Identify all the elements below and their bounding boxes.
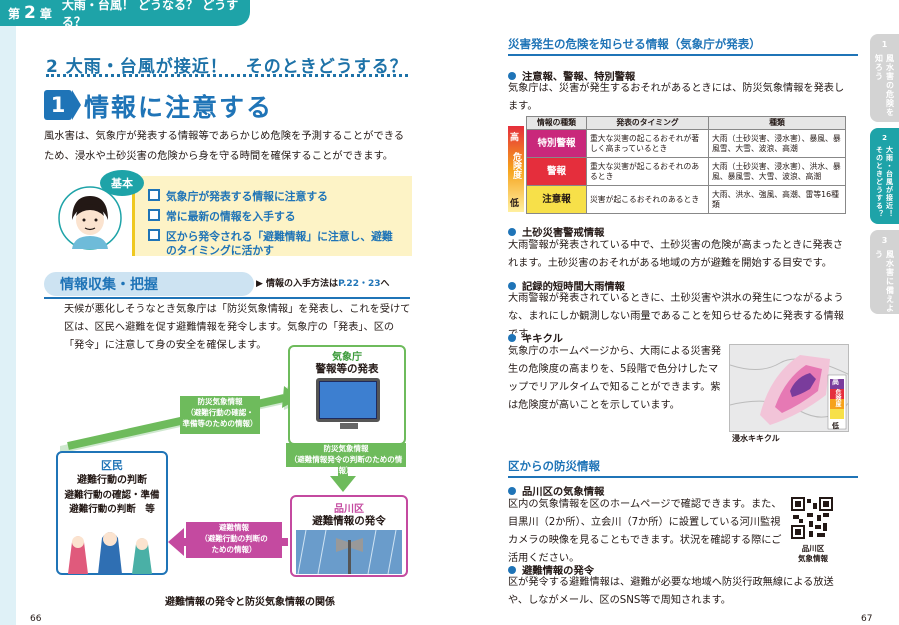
table-cell-timing: 災害が起こるおそれのあるとき [586, 185, 709, 214]
kihon-item-3: 区から発令される「避難情報」に注意し、避難 [148, 228, 393, 244]
arrow-label-b: 防災気象情報（避難情報発令の判断のための情報） [286, 443, 406, 475]
residents-title: 区民 [101, 459, 123, 472]
residents-line-2: 避難行動の確認・準備 [64, 490, 160, 501]
bullet-heading-3: 記録的短時間大雨情報 [508, 278, 625, 293]
kihon-item-1: 気象庁が発表する情報に注意する [148, 188, 328, 204]
bullet-dot-icon [508, 334, 516, 342]
page-heading: 情報に注意する [84, 93, 274, 122]
chapter-number: 2 [24, 3, 36, 23]
ward-info-underline [508, 476, 858, 478]
checkbox-icon [148, 209, 160, 221]
checkbox-icon [148, 189, 160, 201]
chapter-header: 第 2 章 大雨・台風！ どうなる？ どうする？ [0, 0, 250, 29]
map-legend-mid: 危険度 [834, 389, 841, 407]
page-number-left: 66 [30, 614, 42, 624]
jma-title: 気象庁 [332, 352, 362, 363]
danger-level-bar [508, 126, 524, 212]
info-body: 天候が悪化しそうなとき気象庁は「防災気象情報」を発表し、これを受けて区は、区民へ… [64, 304, 411, 351]
section-title: 2 大雨・台風が接近！ そのときどうする？ [46, 57, 408, 77]
kihon-badge: 基本 [100, 170, 144, 196]
chapter-prefix: 第 [8, 6, 21, 21]
danger-high-label: 高 [510, 133, 520, 143]
bullet-dot-icon [508, 487, 516, 495]
table-cell-timing: 重大な災害の起こるおそれが著しく高まっているとき [586, 129, 709, 158]
jma-subtitle: 警報等の発表 [315, 363, 379, 375]
table-cell-kinds: 大雨、洪水、強風、高潮、雷等16種類 [708, 185, 846, 214]
bullet-body-4: 気象庁のホームページから、大雨による災害発生の危険度の高まりを、5段階で色分けし… [508, 346, 722, 411]
page-number-right: 67 [861, 614, 873, 624]
tv-screen-icon [320, 382, 376, 418]
bullet-body-1: 気象庁は、災害が発生するおそれがあるときには、防災気象情報を発表します。 [508, 83, 845, 112]
bullet-heading-4: キキクル [508, 330, 563, 345]
table-cell-kinds: 大雨（土砂災害、浸水害）、暴風、暴風雪、大雪、波浪、高潮 [708, 129, 846, 158]
danger-level-label: 危険度 [511, 152, 521, 179]
chapter-title: 大雨・台風！ どうなる？ どうする？ [61, 0, 239, 29]
bullet-dot-icon [508, 566, 516, 574]
table-cell-level: 警報 [526, 157, 587, 186]
right-title-underline [508, 54, 858, 56]
table-cell-level: 注意報 [526, 185, 587, 214]
kihon-box [132, 176, 412, 256]
bullet-dot-icon [508, 72, 516, 80]
people-in-rain-icon [68, 532, 152, 574]
right-section-title: 災害発生の危険を知らせる情報（気象庁が発表） [508, 37, 761, 51]
checkbox-icon [148, 229, 160, 241]
figure-caption: 避難情報の発令と防災気象情報の関係 [165, 597, 335, 608]
intro-paragraph: 風水害は、気象庁が発表する情報等であらかじめ危険を予測することができるため、浸水… [44, 130, 405, 162]
bullet-body-5: 区内の気象情報を区のホームページで確認できます。また、目黒川（2か所）、立会川（… [508, 499, 782, 564]
chapter-suffix: 章 [39, 6, 52, 21]
residents-line-1: 避難行動の判断 [77, 475, 147, 486]
table-row: 警報重大な災害が起こるおそれのあるとき大雨（土砂災害、浸水害）、洪水、暴風、暴風… [526, 157, 846, 186]
residents-line-3: 避難行動の判断 等 [69, 504, 155, 515]
ward-info-title: 区からの防災情報 [508, 459, 600, 473]
map-legend-high: 高 [832, 378, 839, 386]
shinagawa-title: 品川区 [334, 504, 364, 515]
qr-code-icon[interactable] [791, 497, 833, 539]
shinagawa-subtitle: 避難情報の発令 [312, 515, 386, 527]
heading-number: 1 [44, 90, 72, 120]
table-header: 種類 [708, 116, 846, 130]
kihon-item-2: 常に最新の情報を入手する [148, 208, 296, 224]
bullet-dot-icon [508, 228, 516, 236]
bullet-body-6: 区が発令する避難情報は、避難が必要な地域へ防災行政無線による放送や、しながメール… [508, 577, 834, 606]
info-underline [44, 297, 410, 299]
kihon-item-3-cont: のタイミングに活かす [166, 244, 274, 257]
map-legend-low: 低 [832, 422, 839, 430]
arrow-label-a: 防災気象情報（避難行動の確認・準備等のための情報） [180, 396, 260, 434]
bullet-body-2: 大雨警報が発表されている中で、土砂災害の危険が高まったときに発表されます。土砂災… [508, 240, 844, 269]
danger-low-label: 低 [510, 199, 520, 209]
bullet-heading-5: 品川区の気象情報 [508, 483, 604, 498]
bullet-body-3: 大雨警報が発表されているときに、土砂災害や洪水の発生につながるような、まれにしか… [508, 293, 844, 340]
table-cell-kinds: 大雨（土砂災害、浸水害）、洪水、暴風、暴風雪、大雪、波浪、高潮 [708, 157, 846, 186]
bullet-heading-1: 注意報、警報、特別警報 [508, 68, 635, 83]
table-header: 情報の種類 [526, 116, 587, 130]
loudspeaker-rain-icon [296, 530, 402, 574]
info-ref-link[interactable]: ▶ 情報の入手方法はP.22・23へ [256, 279, 390, 289]
bullet-dot-icon [508, 282, 516, 290]
section-divider [46, 74, 408, 77]
warning-table: 情報の種類 発表のタイミング 種類 特別警報重大な災害の起こるおそれが著しく高ま… [526, 116, 846, 214]
map-caption: 浸水キキクル [732, 434, 780, 443]
arrow-label-c: 避難情報（避難行動の判断のための情報） [186, 522, 282, 558]
bullet-heading-2: 土砂災害警戒情報 [508, 224, 604, 239]
info-heading: 情報収集・把握 [44, 272, 254, 296]
table-cell-level: 特別警報 [526, 129, 587, 158]
heading-arrow-icon [72, 90, 81, 120]
tv-stand-icon [340, 423, 358, 429]
kikikuru-map: 高 危険度 低 [729, 344, 849, 432]
table-header: 発表のタイミング [586, 116, 709, 130]
table-row: 注意報災害が起こるおそれのあるとき大雨、洪水、強風、高潮、雷等16種類 [526, 185, 846, 214]
left-margin-strip [0, 26, 16, 625]
person-illustration-icon [58, 186, 122, 250]
table-row: 特別警報重大な災害の起こるおそれが著しく高まっているとき大雨（土砂災害、浸水害）… [526, 129, 846, 158]
qr-caption: 品川区気象情報 [798, 544, 828, 563]
map-illustration-icon [730, 355, 848, 430]
table-cell-timing: 重大な災害が起こるおそれのあるとき [586, 157, 709, 186]
bullet-heading-6: 避難情報の発令 [508, 562, 594, 577]
